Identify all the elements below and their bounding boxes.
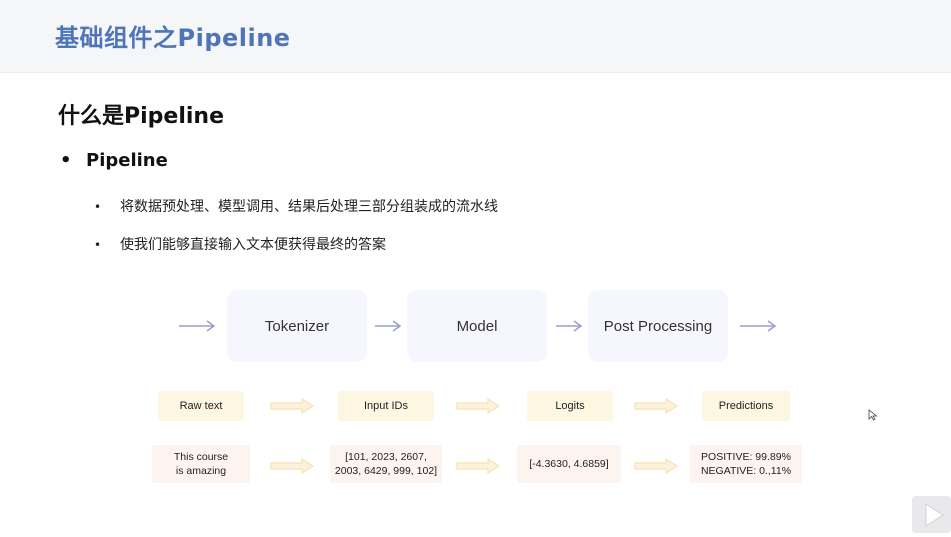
bullet-dot: • [94,238,102,252]
slide-title: 什么是Pipeline [58,104,224,129]
slide-header: 基础组件之Pipeline [0,0,951,73]
value-raw-text: This course is amazing [152,445,250,483]
thin-arrow-icon [739,319,777,333]
bullet-pipeline: • Pipeline [60,150,168,171]
bullet-dot: • [94,200,102,214]
value-line: NEGATIVE: 0.,11% [700,465,792,477]
bullet-label: Pipeline [86,150,168,171]
stage-model: Model [407,290,547,362]
sub-bullet-text: 将数据预处理、模型调用、结果后处理三部分组装成的流水线 [120,199,498,215]
value-line: This course [173,451,229,463]
value-line: [-4.3630, 4.6859] [529,458,609,470]
mouse-cursor-icon [868,406,878,421]
label-predictions: Predictions [702,391,790,421]
label-input-ids: Input IDs [338,391,434,421]
bullet-dot: • [60,150,72,171]
thin-arrow-icon [374,319,402,333]
value-line: 2003, 6429, 999, 102] [334,465,438,477]
label-raw-text: Raw text [158,391,244,421]
label-logits: Logits [527,391,613,421]
fat-arrow-icon [270,458,314,474]
sub-bullet-2: • 使我们能够直接输入文本便获得最终的答案 [94,234,386,254]
thin-arrow-icon [178,319,216,333]
play-icon[interactable] [912,496,951,533]
value-line: POSITIVE: 99.89% [701,451,791,463]
fat-arrow-icon [456,398,500,414]
value-line: [101, 2023, 2607, [345,451,427,463]
sub-bullet-text: 使我们能够直接输入文本便获得最终的答案 [120,237,386,253]
fat-arrow-icon [456,458,500,474]
stage-post-processing: Post Processing [588,290,728,362]
value-line: is amazing [175,465,227,477]
header-title: 基础组件之Pipeline [55,24,291,52]
value-input-ids: [101, 2023, 2607, 2003, 6429, 999, 102] [330,445,442,483]
thin-arrow-icon [555,319,583,333]
fat-arrow-icon [634,458,678,474]
value-predictions: POSITIVE: 99.89% NEGATIVE: 0.,11% [690,445,802,483]
stage-tokenizer: Tokenizer [227,290,367,362]
value-logits: [-4.3630, 4.6859] [517,445,621,483]
sub-bullet-1: • 将数据预处理、模型调用、结果后处理三部分组装成的流水线 [94,196,498,216]
fat-arrow-icon [634,398,678,414]
fat-arrow-icon [270,398,314,414]
